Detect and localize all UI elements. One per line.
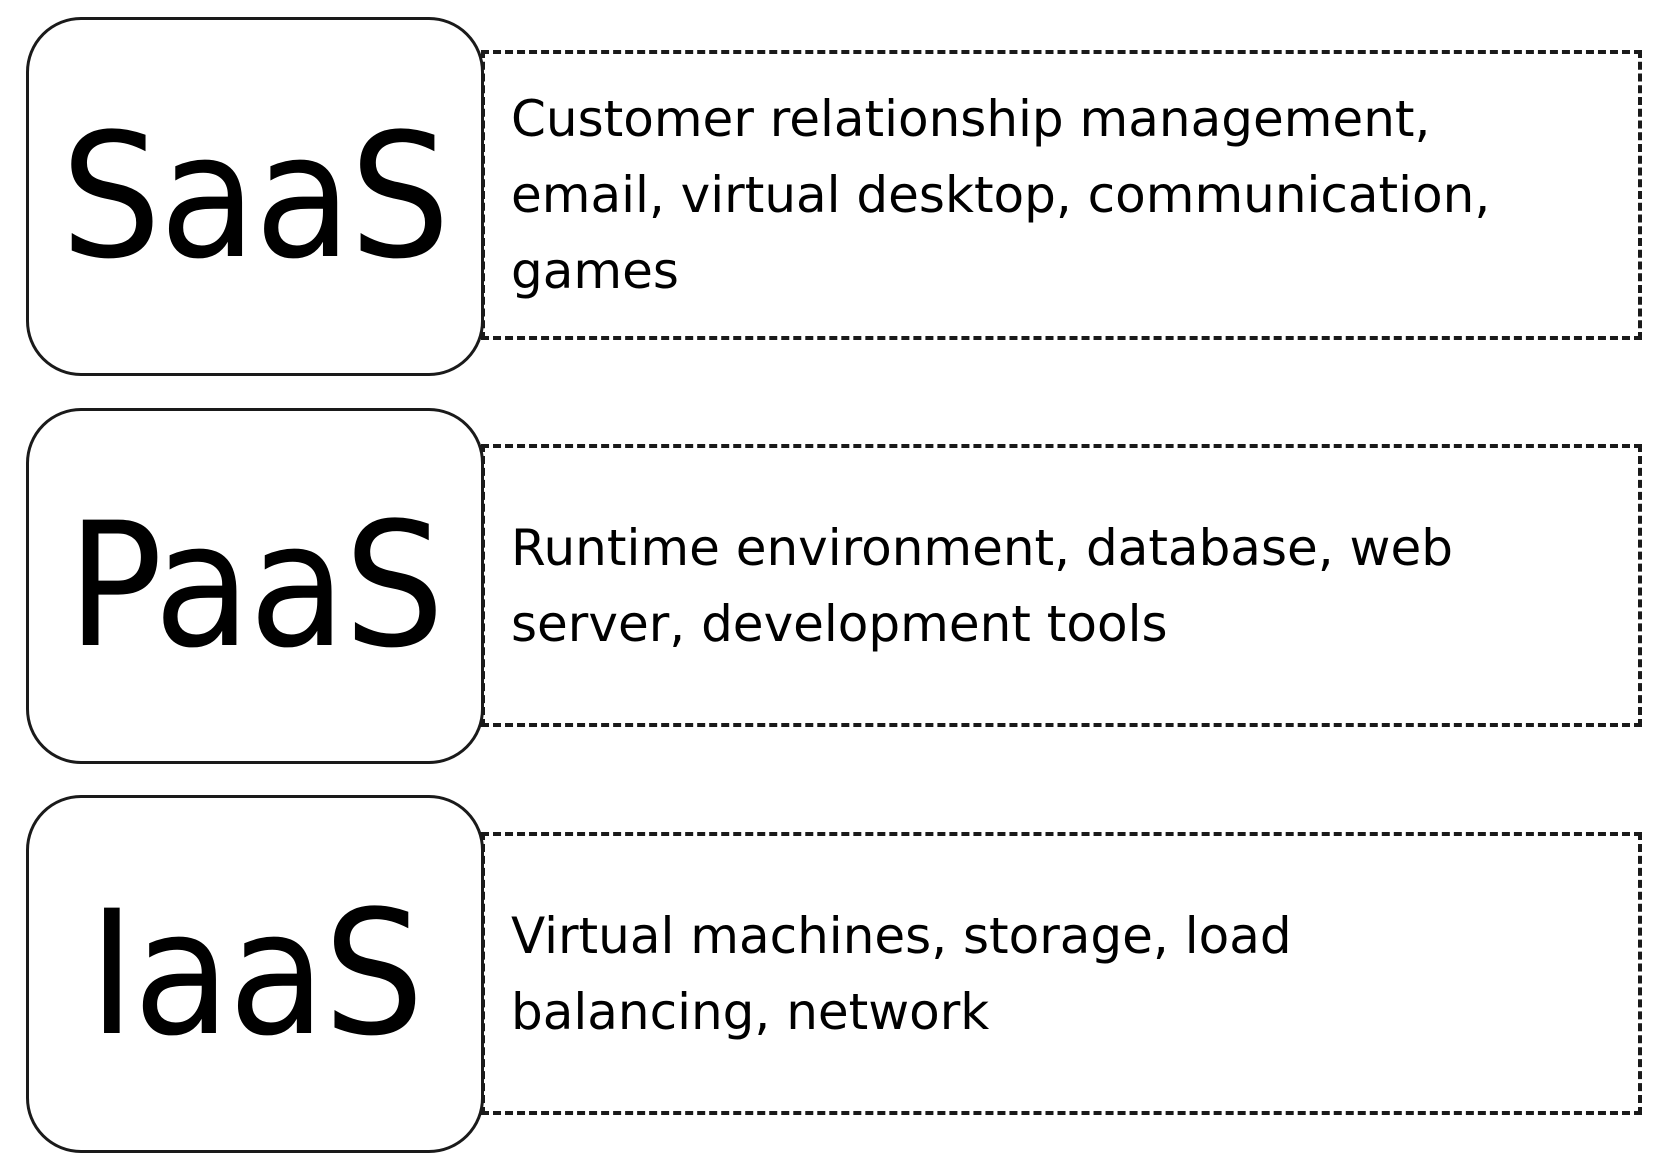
iaas-label-box: IaaS — [26, 795, 484, 1153]
paas-description-box: Runtime environment, database, web serve… — [481, 444, 1642, 727]
paas-description-line-1: Runtime environment, database, web — [511, 518, 1453, 577]
iaas-description-line-1: Virtual machines, storage, load — [511, 906, 1292, 965]
iaas-label: IaaS — [88, 873, 424, 1074]
saas-label: SaaS — [61, 95, 450, 297]
iaas-description-box: Virtual machines, storage, load balancin… — [481, 832, 1642, 1115]
saas-description-line-2: email, virtual desktop, communication, — [511, 166, 1491, 224]
paas-description-line-2: server, development tools — [511, 594, 1168, 653]
iaas-description-line-2: balancing, network — [511, 982, 990, 1041]
saas-description-box: Customer relationship management, email,… — [481, 50, 1642, 340]
paas-label-box: PaaS — [26, 408, 484, 764]
saas-description-line-3: games — [511, 242, 679, 300]
saas-label-box: SaaS — [26, 17, 484, 376]
saas-description-line-1: Customer relationship management, — [511, 90, 1431, 148]
paas-label: PaaS — [67, 485, 444, 686]
